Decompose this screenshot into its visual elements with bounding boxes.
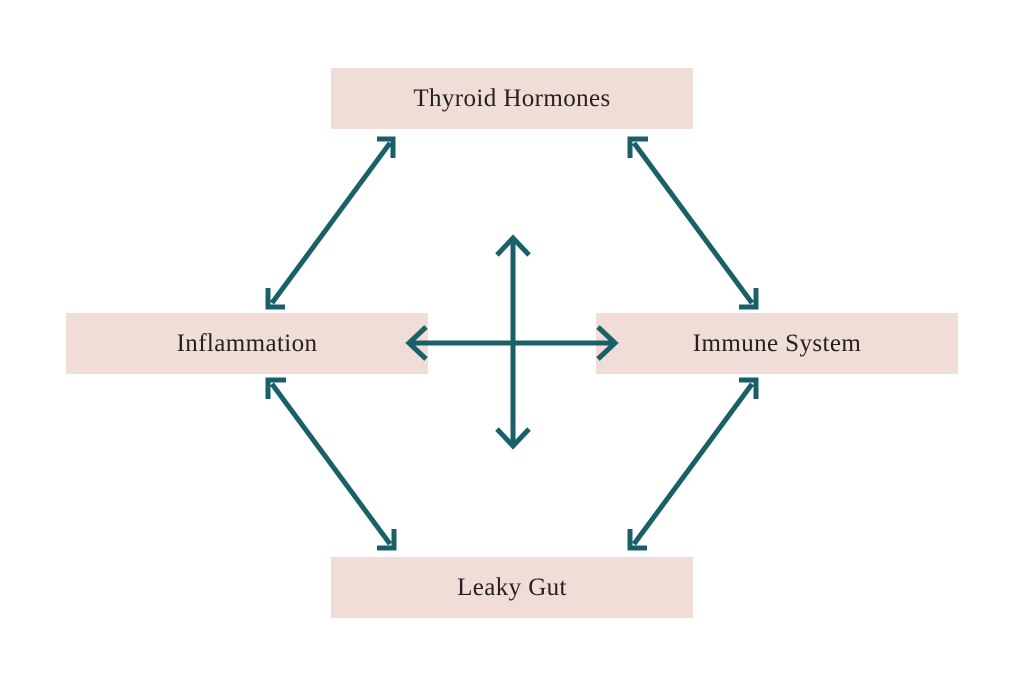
arrow-inflammation-thyroid xyxy=(265,136,396,310)
arrow-thyroid-leakygut-vertical xyxy=(495,234,531,450)
arrow-thyroid-immune xyxy=(627,136,759,310)
node-leaky-gut[interactable]: Leaky Gut xyxy=(331,557,693,618)
node-inflammation-label: Inflammation xyxy=(176,330,318,357)
node-leaky-gut-label: Leaky Gut xyxy=(457,574,567,601)
arrow-inflammation-immune-horizontal xyxy=(405,325,619,361)
arrow-leakygut-inflammation xyxy=(265,377,397,551)
node-inflammation[interactable]: Inflammation xyxy=(66,313,428,374)
node-immune-system-label: Immune System xyxy=(692,330,862,357)
node-thyroid-hormones-label: Thyroid Hormones xyxy=(413,85,611,112)
node-immune-system[interactable]: Immune System xyxy=(596,313,958,374)
arrow-leakygut-immune xyxy=(627,377,759,551)
node-thyroid-hormones[interactable]: Thyroid Hormones xyxy=(331,68,693,129)
